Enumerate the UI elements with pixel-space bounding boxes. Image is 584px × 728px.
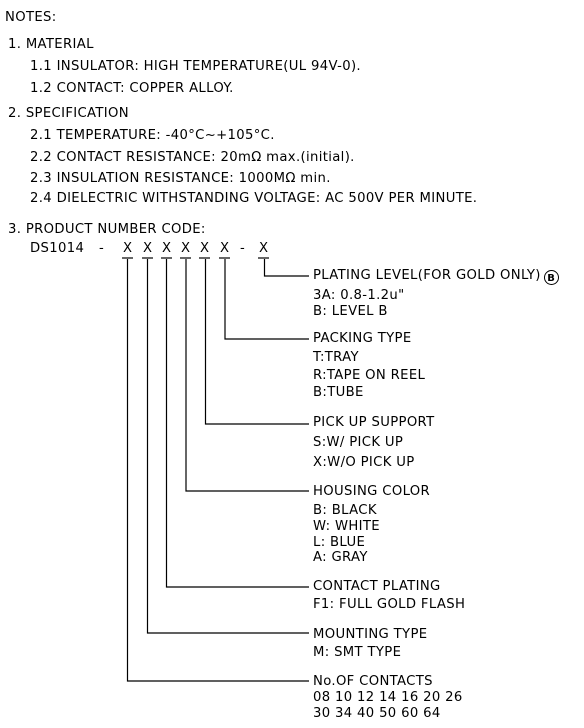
contact-plating-title: CONTACT PLATING (313, 579, 441, 594)
specification-item-2: 2.2 CONTACT RESISTANCE: 20mΩ max.(initia… (30, 150, 355, 165)
contacts-count-title: No.OF CONTACTS (313, 674, 433, 689)
product-code-prefix: DS1014 (30, 241, 85, 256)
mounting-type-title: MOUNTING TYPE (313, 627, 428, 642)
housing-color-option: A: GRAY (313, 550, 368, 565)
specification-item-1: 2.1 TEMPERATURE: -40°C~+105°C. (30, 128, 275, 143)
pick-up-support-option: X:W/O PICK UP (313, 455, 415, 470)
packing-type-title: PACKING TYPE (313, 331, 412, 346)
contacts-count-option: 30 34 40 50 60 64 (313, 706, 441, 721)
specification-item-4: 2.4 DIELECTRIC WITHSTANDING VOLTAGE: AC … (30, 191, 478, 206)
product-code-dash: - (99, 241, 105, 256)
housing-color-title: HOUSING COLOR (313, 484, 431, 499)
code-suffix-dash: - (240, 241, 246, 256)
code-position-6: X (220, 241, 230, 256)
code-position-4: X (181, 241, 191, 256)
pick-up-support-option: S:W/ PICK UP (313, 435, 404, 450)
mounting-type-option: M: SMT TYPE (313, 645, 402, 660)
housing-color-option: W: WHITE (313, 519, 380, 534)
plating-level-option: 3A: 0.8-1.2u" (313, 288, 405, 303)
contact-plating-option: F1: FULL GOLD FLASH (313, 597, 466, 612)
material-item-2: 1.2 CONTACT: COPPER ALLOY. (30, 81, 234, 96)
material-item-1: 1.1 INSULATOR: HIGH TEMPERATURE(UL 94V-0… (30, 59, 361, 74)
plating-level-option: B: LEVEL B (313, 304, 388, 319)
contacts-count-option: 08 10 12 14 16 20 26 (313, 690, 463, 705)
pick-up-support-title: PICK UP SUPPORT (313, 415, 435, 430)
revision-badge: B (543, 270, 559, 285)
material-heading: 1. MATERIAL (8, 37, 94, 52)
housing-color-option: B: BLACK (313, 503, 377, 518)
packing-type-option: B:TUBE (313, 385, 364, 400)
packing-type-option: T:TRAY (313, 350, 359, 365)
specification-heading: 2. SPECIFICATION (8, 106, 129, 121)
code-position-5: X (200, 241, 210, 256)
packing-type-option: R:TAPE ON REEL (313, 368, 426, 383)
code-position-7: X (259, 241, 269, 256)
plating-level-title: PLATING LEVEL(FOR GOLD ONLY)B (313, 268, 559, 285)
housing-color-option: L: BLUE (313, 535, 366, 550)
specification-item-3: 2.3 INSULATION RESISTANCE: 1000MΩ min. (30, 171, 331, 186)
notes-title: NOTES: (5, 10, 57, 25)
code-position-1: X (123, 241, 133, 256)
code-position-2: X (143, 241, 153, 256)
code-position-3: X (162, 241, 172, 256)
product-code-heading: 3. PRODUCT NUMBER CODE: (8, 222, 206, 237)
